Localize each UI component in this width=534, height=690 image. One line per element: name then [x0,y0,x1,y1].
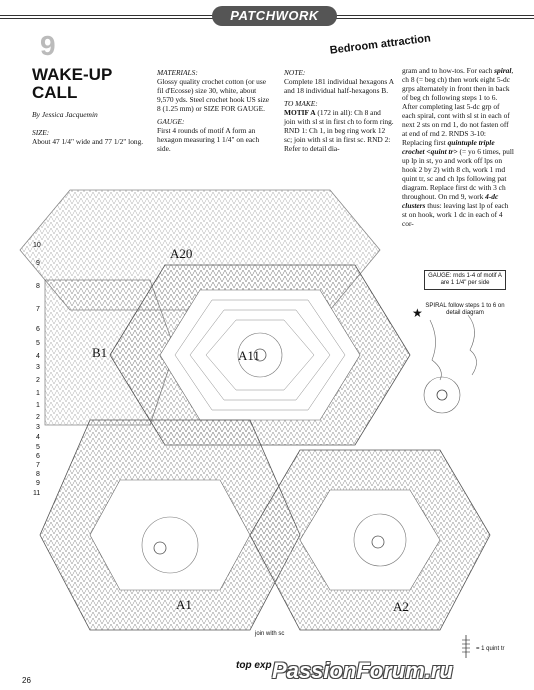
join-note: join with sc [255,631,285,637]
materials-section: MATERIALS: Glossy quality crochet cotton… [157,68,272,157]
row-number: 7 [36,462,40,469]
quint-tr-symbol [462,635,470,658]
size-text: About 47 1/4" wide and 77 1/2" long. [32,137,144,146]
article-subtitle: Bedroom attraction [329,32,432,57]
logo-text: top exp [236,660,272,671]
author: By Jessica Jacquemin [32,110,98,119]
row-number: 5 [36,444,40,451]
motif-a2 [249,449,491,631]
row-number: 6 [36,326,40,333]
spiral-note: SPIRAL follow steps 1 to 6 on detail dia… [425,303,505,316]
motif-a11 [109,264,411,446]
col4-clusters: 4-dc clusters [402,192,499,210]
gauge-label: GAUGE: [157,117,185,126]
col4-quint: quintuple triple crochet <quint tr> [402,138,495,156]
row-number: 5 [36,340,40,347]
row-number: 3 [36,364,40,371]
star-icon: ★ [412,306,423,320]
col4-text-d: thus: leaving last lp of each st on hook… [402,201,509,228]
row-number: 1 [36,402,40,409]
col4-spiral: spiral [494,66,512,75]
motif-a1 [39,419,301,631]
to-make-label: TO MAKE: [284,99,318,108]
gauge-text: First 4 rounds of motif A form an hexago… [157,126,260,153]
motif-text: (172 in all): Ch 8 and join with sl st i… [284,108,394,153]
row-number: 2 [36,414,40,421]
row-number: 8 [36,283,40,290]
note-section: NOTE: Complete 181 individual hexagons A… [284,68,394,157]
quint-key: = 1 quint tr [476,646,505,652]
row-number: 10 [33,242,41,249]
label-a20: A20 [170,246,193,261]
label-a2: A2 [393,599,409,614]
section-banner: PATCHWORK [212,6,337,26]
page-number: 26 [22,676,31,685]
note-text: Complete 181 individual hexagons A and 1… [284,77,394,95]
row-number: 11 [33,490,41,497]
row-number: 2 [36,377,40,384]
row-number: 6 [36,453,40,460]
gauge-note: GAUGE: rnds 1-4 of motif A are 1 1/4" pe… [424,270,506,290]
pattern-number: 9 [40,30,56,61]
row-number: 4 [36,434,40,441]
instructions-column: gram and to how-tos. For each spiral, ch… [402,66,514,232]
motif-paragraph: MOTIF A (172 in all): Ch 8 and join with… [284,108,394,153]
crochet-diagram [19,189,491,658]
label-a11: A11 [238,348,260,363]
size-section: SIZE: About 47 1/4" wide and 77 1/2" lon… [32,128,144,150]
col4-text-c: (= yo 6 times, pull up lp in st, yo and … [402,147,514,201]
label-b1: B1 [92,345,108,360]
size-label: SIZE: [32,128,50,137]
materials-text: Glossy quality crochet cotton (or use fi… [157,77,270,113]
note-label: NOTE: [284,68,306,77]
row-number: 1 [36,390,40,397]
row-number: 7 [36,306,40,313]
article-title: WAKE-UP CALL [32,65,112,102]
row-number: 8 [36,471,40,478]
row-number: 3 [36,424,40,431]
col4-text-b: , ch 8 (= beg ch) then work eight 5-dc g… [402,66,514,147]
label-a1: A1 [176,597,192,612]
motif-heading: MOTIF A [284,108,316,117]
row-number: 4 [36,353,40,360]
row-number: 9 [36,260,40,267]
row-number: 9 [36,480,40,487]
spiral-detail-illustration [423,314,477,414]
materials-label: MATERIALS: [157,68,198,77]
watermark: PassionForum.ru [272,658,453,683]
col4-text-a: gram and to how-tos. For each [402,66,495,75]
